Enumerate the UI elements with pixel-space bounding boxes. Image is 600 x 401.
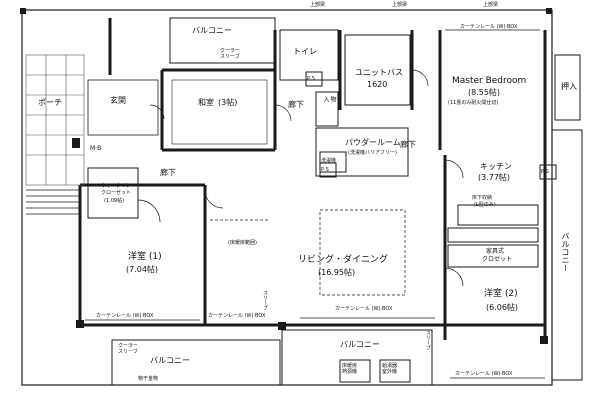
wic-label-2: クローゼット xyxy=(101,190,132,196)
hall-label-3: 廊下 xyxy=(400,140,416,149)
clothes-hanger-label: 物干金物 xyxy=(138,376,159,382)
outdoor-unit-1 xyxy=(339,359,371,383)
living-heating-area xyxy=(319,209,406,296)
genkan-floor xyxy=(87,79,159,136)
right-balcony xyxy=(551,129,583,381)
beam-label-1: 上部梁 xyxy=(310,2,326,8)
ps-label-3: P·S xyxy=(541,169,549,175)
unit-bath-room xyxy=(344,34,411,106)
porch-tiles xyxy=(25,54,85,186)
powder-room xyxy=(315,127,409,177)
washitsu-inner xyxy=(171,79,268,145)
unit-bath-label: ユニットバス xyxy=(355,68,403,77)
oshiire-box xyxy=(554,54,581,121)
powder-room-label: パウダールーム xyxy=(345,138,401,147)
storage-room xyxy=(315,91,339,127)
bottom-left-balcony xyxy=(111,339,281,386)
thick-walls xyxy=(78,18,547,340)
hall-label: 廊下 xyxy=(160,168,176,177)
top-balcony xyxy=(169,17,276,64)
doors xyxy=(137,69,464,287)
bottom-left-balcony-label: バルコニー xyxy=(150,356,190,365)
wic-area: (1.09帖) xyxy=(104,198,125,204)
master-bedroom-note: (11畳のみ耐火間仕切) xyxy=(448,100,499,106)
unit-bath-size: 1620 xyxy=(367,80,388,89)
outdoor-unit-2-label: 給湯器 室外機 xyxy=(382,363,398,375)
outdoor-unit-1-label: 床暖房 熱源機 xyxy=(342,363,358,375)
cooler-sleeve-bottom: クーラー スリーブ xyxy=(118,343,139,355)
furniture-closet-label-2: クロゼット xyxy=(482,256,513,263)
kitchen-counter xyxy=(457,204,539,226)
bottom-center-balcony-label: バルコニー xyxy=(340,340,380,349)
kitchen-island xyxy=(447,227,539,243)
wic-label: ウォークイン xyxy=(101,183,132,189)
cooler-sleeve-top: クーラー スリーブ xyxy=(220,48,241,60)
toilet-label: トイレ xyxy=(293,47,317,56)
ps-box1 xyxy=(305,71,323,87)
ps-label-2: P·S xyxy=(321,167,329,173)
outdoor-unit-2 xyxy=(379,359,411,383)
beam-label-2: 上部梁 xyxy=(392,2,408,8)
top-balcony-label: バルコニー xyxy=(192,26,232,35)
master-bedroom-area: (8.55帖) xyxy=(468,88,501,97)
kitchen-area: (3.77帖) xyxy=(478,173,511,182)
washing-label: 洗濯機 xyxy=(321,158,337,164)
living-label: リビング・ダイニング xyxy=(298,255,389,265)
toilet-room xyxy=(279,29,339,81)
powder-room-note: (洗濯機バリアフリー) xyxy=(348,150,397,156)
curtain-rail-bottom-right: カーテンレール (W)·BOX xyxy=(455,371,513,377)
sleeve-right: スリーブ xyxy=(425,330,431,350)
floor-storage-label: 床下収納 xyxy=(472,195,493,201)
porch-label: ポーチ xyxy=(38,98,62,107)
floor-heating-label: (床暖房範囲) xyxy=(228,240,257,246)
living-area: (16.95帖) xyxy=(318,268,356,277)
floor-storage-note: (L型のみ) xyxy=(474,202,496,208)
ps-box3 xyxy=(539,164,557,180)
washitsu-label: 和室 xyxy=(198,98,214,107)
wic-room xyxy=(87,167,139,219)
yoshitsu1-area: (7.04帖) xyxy=(126,265,159,274)
right-balcony-label: バルコニー xyxy=(561,232,570,272)
curtain-rail-living: カーテンレール (W)·BOX xyxy=(208,313,266,319)
ps-label-1: P·S xyxy=(307,76,315,82)
furniture-closet-label: 家具式 xyxy=(486,248,505,255)
columns xyxy=(20,8,552,344)
furniture-closet xyxy=(447,244,539,268)
yoshitsu2-area: (6.06帖) xyxy=(486,303,519,312)
beam-label-3: 上部梁 xyxy=(483,2,499,8)
sink xyxy=(319,151,347,173)
sleeve-left: スリーブ xyxy=(262,290,268,310)
curtain-rail-top: カーテンレール (W)·BOX xyxy=(460,24,518,30)
master-bedroom-label: Master Bedroom xyxy=(452,76,527,86)
storage-label: 物 入 xyxy=(322,96,336,102)
hall-label-2: 廊下 xyxy=(288,100,304,109)
curtain-rail-bottom-left: カーテンレール (W)·BOX xyxy=(96,313,154,319)
oshiire-label: 押入 xyxy=(561,82,577,91)
stairs xyxy=(26,189,80,215)
washitsu-area: (3帖) xyxy=(218,98,238,107)
bottom-center-balcony xyxy=(281,329,433,386)
yoshitsu2-label: 洋室 (2) xyxy=(484,289,518,299)
yoshitsu1-label: 洋室 (1) xyxy=(128,252,162,262)
curtain-rails xyxy=(85,29,545,379)
mb-label: M·B xyxy=(90,145,102,152)
curtain-rail-living-2: カーテンレール (W)·BOX xyxy=(335,306,393,312)
genkan-label: 玄関 xyxy=(110,96,126,105)
kitchen-label: キッチン xyxy=(480,162,512,171)
